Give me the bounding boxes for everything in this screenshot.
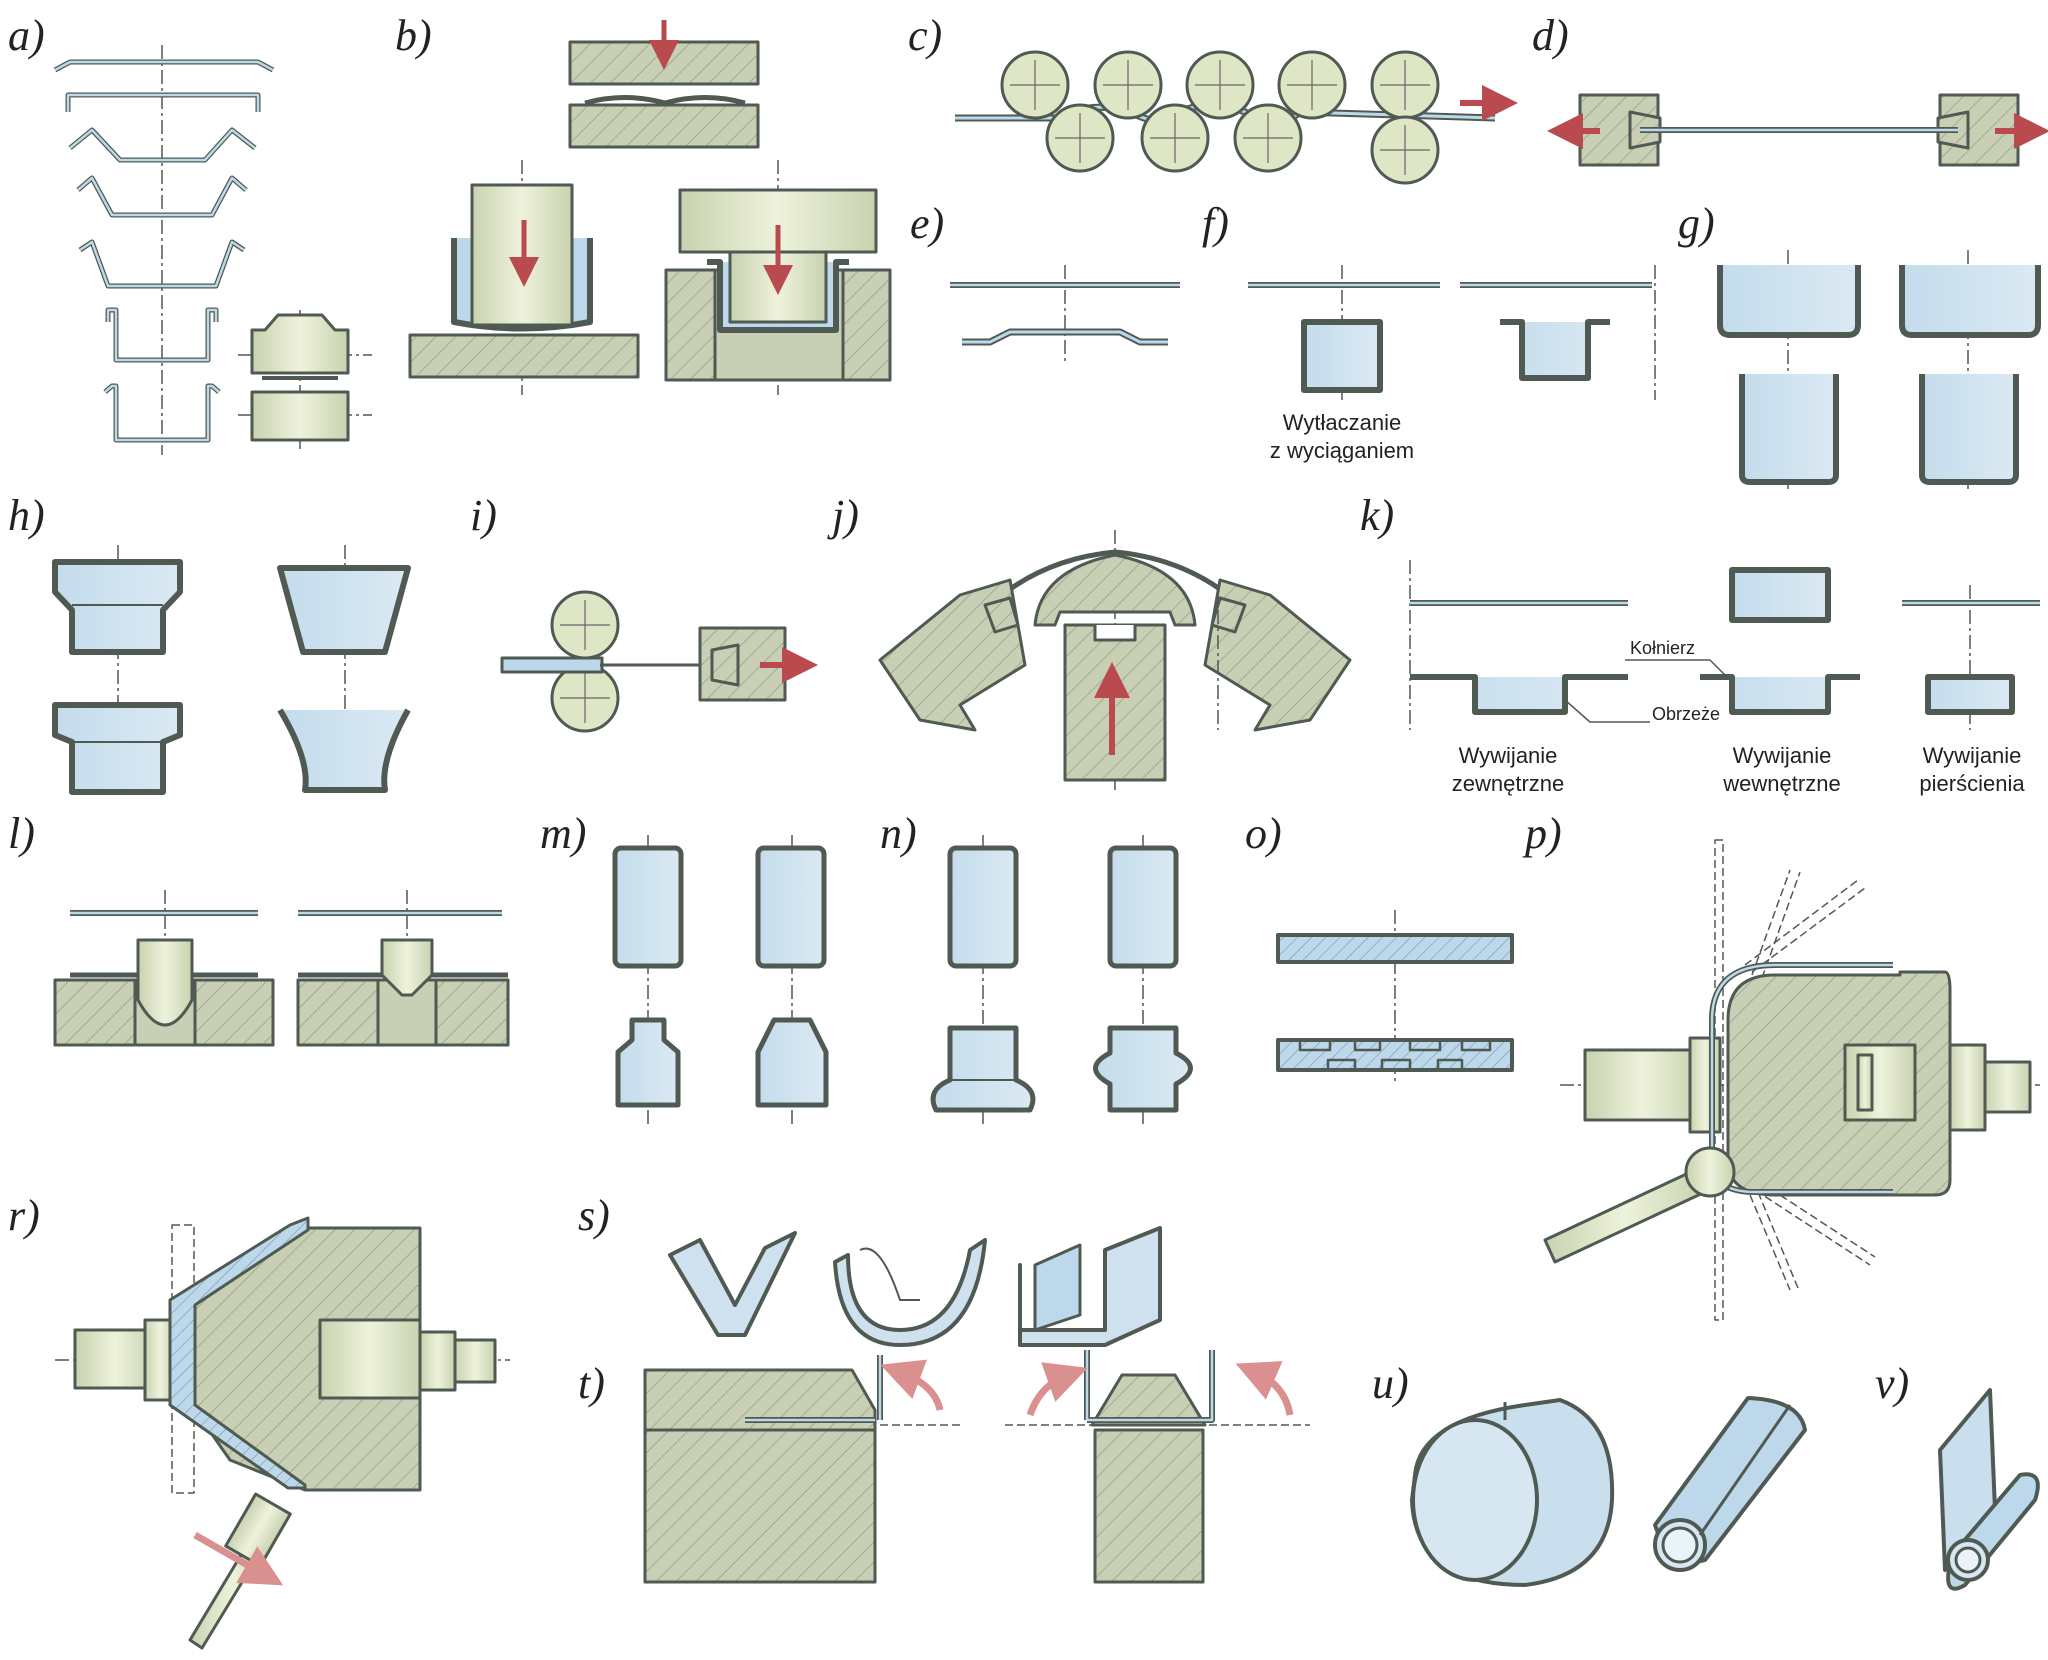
caption-f-line2: z wyciąganiem — [1270, 438, 1414, 463]
panel-a-label: a) — [8, 11, 45, 60]
panel-t-label: t) — [578, 1359, 605, 1408]
panel-p — [1543, 839, 2040, 1321]
callout-flange: Kołnierz — [1630, 638, 1695, 658]
caption-k-inner-line1: Wywijanie — [1733, 743, 1832, 768]
panel-c — [955, 50, 1518, 185]
panel-e-label: e) — [910, 199, 944, 248]
panel-i — [500, 590, 818, 733]
caption-k-inner-line2: wewnętrzne — [1722, 771, 1840, 796]
panel-b-label: b) — [395, 11, 432, 60]
panel-e — [950, 265, 1180, 365]
panel-s-label: s) — [578, 1191, 610, 1240]
panel-d-label: d) — [1532, 11, 1569, 60]
panel-u-label: u) — [1372, 1359, 1409, 1408]
panel-g-label: g) — [1678, 199, 1715, 248]
panel-r-label: r) — [8, 1191, 40, 1240]
panel-t — [643, 1350, 1310, 1584]
panel-k — [1217, 560, 2040, 730]
panel-b — [408, 20, 892, 395]
caption-k-ring-line1: Wywijanie — [1923, 743, 2022, 768]
panel-f-label: f) — [1202, 199, 1229, 248]
panel-j-label: j) — [827, 491, 859, 540]
panel-i-label: i) — [470, 491, 497, 540]
panel-g — [1717, 250, 2041, 490]
caption-k-ring-line2: pierścienia — [1919, 771, 2025, 796]
callout-rim: Obrzeże — [1652, 704, 1720, 724]
panel-m-label: m) — [540, 809, 586, 858]
panel-d — [1547, 93, 2048, 167]
panel-s — [668, 1226, 1162, 1347]
panel-n-label: n) — [880, 809, 917, 858]
panel-f — [1248, 265, 1656, 400]
caption-k-outer-line1: Wywijanie — [1459, 743, 1558, 768]
panel-p-label: p) — [1522, 809, 1562, 858]
panel-o-label: o) — [1245, 809, 1282, 858]
panel-k-label: k) — [1360, 491, 1394, 540]
panel-l — [53, 890, 510, 1047]
panel-n — [930, 835, 1193, 1125]
panel-r — [55, 1216, 510, 1650]
panel-a — [53, 45, 372, 455]
panel-v-label: v) — [1875, 1359, 1909, 1408]
caption-k-outer-line2: zewnętrzne — [1452, 771, 1565, 796]
panel-v — [1938, 1388, 2040, 1591]
panel-u — [1410, 1396, 1807, 1587]
panel-j — [878, 530, 1352, 790]
panel-l-label: l) — [8, 809, 35, 858]
panel-o — [1276, 910, 1514, 1085]
panel-c-label: c) — [908, 11, 942, 60]
caption-f-line1: Wytłaczanie — [1283, 410, 1401, 435]
panel-h-label: h) — [8, 491, 45, 540]
panel-m — [612, 835, 829, 1125]
panel-h — [52, 545, 411, 795]
